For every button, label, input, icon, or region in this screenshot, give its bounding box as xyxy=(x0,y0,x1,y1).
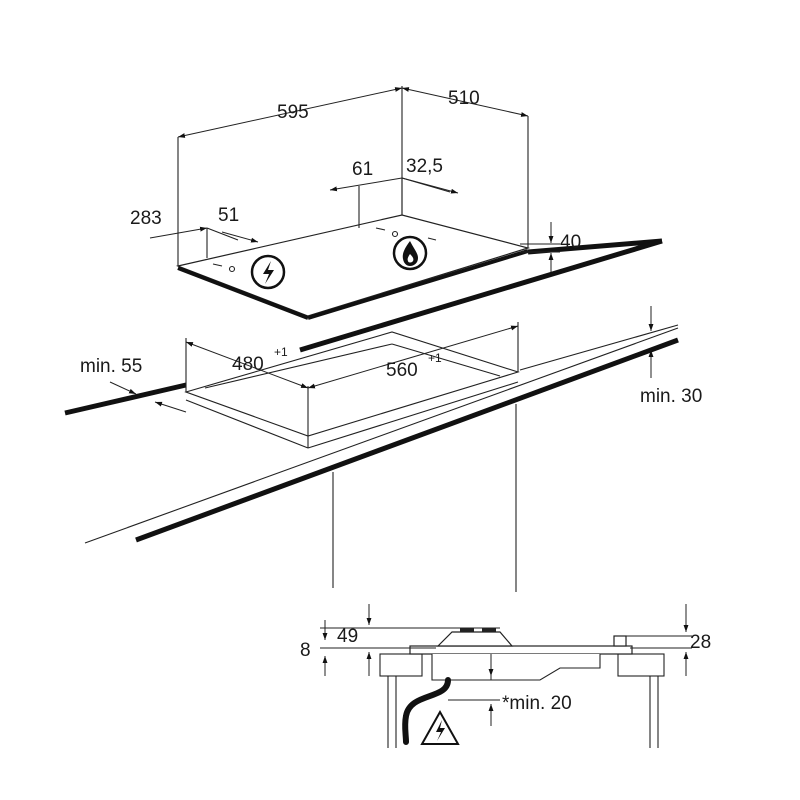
label-560: 560 xyxy=(386,360,418,381)
label-40: 40 xyxy=(560,232,581,253)
label-28: 28 xyxy=(690,632,711,653)
label-61: 61 xyxy=(352,159,373,180)
side-section: 8 49 28 *min. 20 xyxy=(300,604,711,748)
label-49: 49 xyxy=(337,626,358,647)
label-min-55: min. 55 xyxy=(80,356,142,377)
label-283: 283 xyxy=(130,208,162,229)
label-32-5: 32,5 xyxy=(406,156,443,177)
label-595: 595 xyxy=(277,102,309,123)
hob-perspective: 595 510 61 32,5 283 51 40 xyxy=(130,86,663,320)
gas-connection-icon xyxy=(392,235,428,271)
label-560-tolerance: +1 xyxy=(428,351,442,365)
label-51: 51 xyxy=(218,205,239,226)
label-480: 480 xyxy=(232,354,264,375)
countertop-cutout: 480 +1 560 +1 min. 55 min. 30 xyxy=(64,238,702,592)
label-8: 8 xyxy=(300,640,311,661)
label-min-20: *min. 20 xyxy=(502,693,572,714)
label-480-tolerance: +1 xyxy=(274,345,288,359)
label-min-30: min. 30 xyxy=(640,386,702,407)
label-510: 510 xyxy=(448,88,480,109)
electric-warning-icon xyxy=(420,709,460,745)
electric-connection-icon xyxy=(250,254,286,290)
